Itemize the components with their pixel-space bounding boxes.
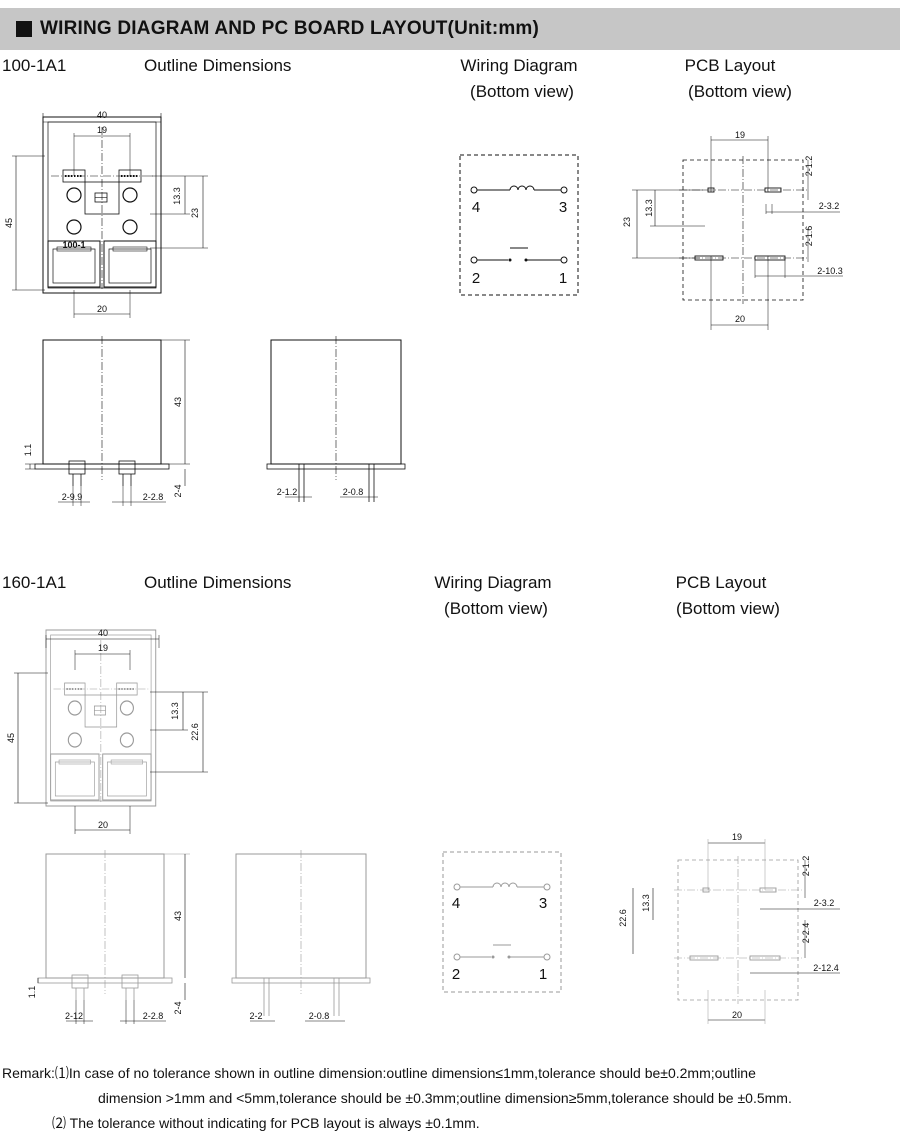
top-height-label-2: 45 xyxy=(6,733,16,743)
remark-line-1: Remark:⑴In case of no tolerance shown in… xyxy=(2,1065,756,1081)
wiring-pin-2-1: 2 xyxy=(472,270,480,287)
pcb-h4-label-2: 2-12.4 xyxy=(813,963,839,973)
model-name-2: 160-1A1 xyxy=(2,573,67,592)
wiring-title-2: Wiring Diagram xyxy=(434,573,552,592)
front-base-label-2: 1.1 xyxy=(27,986,37,999)
outline-side-view-2: 2-2 2-0.8 xyxy=(231,849,371,1022)
pcb-h1-label-2: 2-1.2 xyxy=(801,856,811,877)
wiring-view-1: (Bottom view) xyxy=(470,82,574,101)
pcb-h1-label-1: 2-1.2 xyxy=(804,156,814,177)
wiring-pin-4-2: 4 xyxy=(452,895,460,912)
pcb-view-1: (Bottom view) xyxy=(688,82,792,101)
pcb-d19-label-1: 19 xyxy=(735,130,745,140)
pcb-d23-label-2: 22.6 xyxy=(618,909,628,927)
wiring-pin-1-2: 1 xyxy=(539,966,547,983)
front-w1-label-1: 2-9.9 xyxy=(62,492,83,502)
pcb-d13-label-2: 13.3 xyxy=(641,894,651,912)
remark-line-3: ⑵ The tolerance without indicating for P… xyxy=(52,1115,480,1131)
top-width-label-1: 40 xyxy=(97,110,107,120)
pcb-title-2: PCB Layout xyxy=(675,573,767,592)
pcb-h4-label-1: 2-10.3 xyxy=(817,266,843,276)
wiring-pin-3-2: 3 xyxy=(539,895,547,912)
pcb-layout-1: 19 20 23 13.3 2-1.2 2-3.2 2-1.6 2-10.3 xyxy=(622,130,843,330)
top-d13-label-2: 13.3 xyxy=(170,702,180,720)
front-w2-label-1: 2-2.8 xyxy=(143,492,164,502)
section-header: WIRING DIAGRAM AND PC BOARD LAYOUT(Unit:… xyxy=(0,8,900,50)
header-title: WIRING DIAGRAM AND PC BOARD LAYOUT(Unit:… xyxy=(40,18,540,39)
top-bottom-label-1: 20 xyxy=(97,304,107,314)
pcb-d13-label-1: 13.3 xyxy=(644,199,654,217)
pcb-layout-2: 19 20 22.6 13.3 2-1.2 2-3.2 2-2.4 2-12.4 xyxy=(618,832,840,1024)
pcb-h3-label-1: 2-1.6 xyxy=(804,226,814,247)
pcb-d19-label-2: 19 xyxy=(732,832,742,842)
outline-side-view-1: 2-1.2 2-0.8 xyxy=(266,335,406,503)
pcb-h3-label-2: 2-2.4 xyxy=(801,923,811,944)
pcb-h2-label-1: 2-3.2 xyxy=(819,201,840,211)
top-width-label-2: 40 xyxy=(98,628,108,638)
top-d13-label-1: 13.3 xyxy=(172,187,182,205)
wiring-title-1: Wiring Diagram xyxy=(460,56,578,75)
pcb-d20-label-1: 20 xyxy=(735,314,745,324)
outline-top-view-1: 40 19 45 13.3 23 20 100-1 xyxy=(4,110,208,318)
wiring-pin-3-1: 3 xyxy=(559,199,567,216)
wiring-pin-2-2: 2 xyxy=(452,966,460,983)
outline-top-view-2: 40 19 45 13.3 22.6 20 xyxy=(6,628,208,834)
outline-title-1: Outline Dimensions xyxy=(144,56,292,75)
side-w1-label-1: 2-1.2 xyxy=(277,487,298,497)
side-w2-label-2: 2-0.8 xyxy=(309,1011,330,1021)
front-height-label-2: 43 xyxy=(173,911,183,921)
wiring-view-2: (Bottom view) xyxy=(444,599,548,618)
front-w1-label-2: 2-12 xyxy=(65,1011,83,1021)
wiring-diagram-2: 4 3 2 1 xyxy=(442,851,562,993)
outline-title-2: Outline Dimensions xyxy=(144,573,292,592)
top-d23-label-1: 23 xyxy=(190,208,200,218)
front-w2-label-2: 2-2.8 xyxy=(143,1011,164,1021)
front-height-label-1: 43 xyxy=(173,397,183,407)
front-base-label-1: 1.1 xyxy=(23,444,33,457)
top-inner-label-1: 19 xyxy=(97,125,107,135)
top-height-label-1: 45 xyxy=(4,218,14,228)
pcb-d20-label-2: 20 xyxy=(732,1010,742,1020)
pcb-d23-label-1: 23 xyxy=(622,217,632,227)
front-pins-label-1: 2-4 xyxy=(173,484,183,497)
wiring-pin-4-1: 4 xyxy=(472,199,480,216)
chip-label-1: 100-1 xyxy=(62,240,85,250)
outline-front-view-1: 43 1.1 2-4 2-9.9 2-2.8 xyxy=(23,335,190,506)
model-name-1: 100-1A1 xyxy=(2,56,67,75)
pcb-h2-label-2: 2-3.2 xyxy=(814,898,835,908)
top-bottom-label-2: 20 xyxy=(98,820,108,830)
pcb-view-2: (Bottom view) xyxy=(676,599,780,618)
front-pins-label-2: 2-4 xyxy=(173,1001,183,1014)
wiring-diagram-1: 4 3 2 1 xyxy=(459,154,579,296)
outline-front-view-2: 43 1.1 2-4 2-12 2-2.8 xyxy=(27,849,190,1024)
side-w1-label-2: 2-2 xyxy=(249,1011,262,1021)
remark-line-2: dimension >1mm and <5mm,tolerance should… xyxy=(98,1090,792,1106)
wiring-pin-1-1: 1 xyxy=(559,270,567,287)
pcb-title-1: PCB Layout xyxy=(684,56,776,75)
top-d23-label-2: 22.6 xyxy=(190,723,200,741)
side-w2-label-1: 2-0.8 xyxy=(343,487,364,497)
header-square-icon xyxy=(16,21,32,37)
top-inner-label-2: 19 xyxy=(98,643,108,653)
